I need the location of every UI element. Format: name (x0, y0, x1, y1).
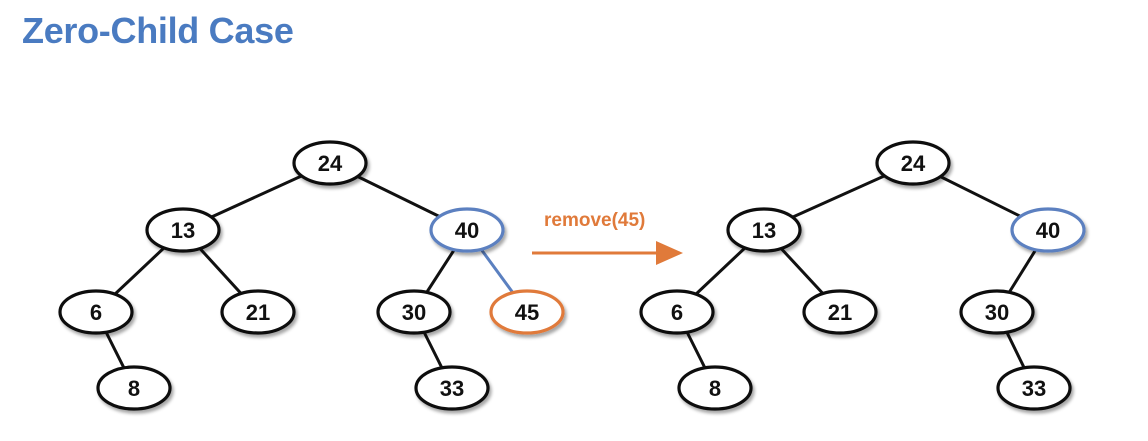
before-node-40: 40 (429, 207, 505, 253)
node-label: 24 (318, 151, 343, 176)
edges-layer (94, 161, 1050, 389)
node-ellipse (489, 289, 565, 335)
before-node-24: 24 (292, 140, 368, 186)
remove-operation-arrow: remove(45) (532, 210, 683, 265)
before-node-8: 8 (96, 365, 172, 411)
node-label: 8 (128, 376, 140, 401)
node-ellipse (429, 207, 505, 253)
after-node-6: 6 (639, 289, 715, 335)
after-node-40: 40 (1010, 207, 1086, 253)
node-ellipse (292, 140, 368, 186)
node-ellipse (58, 289, 134, 335)
before-node-30: 30 (376, 289, 452, 335)
node-label: 24 (901, 151, 926, 176)
node-ellipse (875, 140, 951, 186)
node-label: 21 (828, 300, 852, 325)
node-label: 13 (171, 218, 195, 243)
node-ellipse (145, 207, 221, 253)
after-node-8: 8 (677, 365, 753, 411)
after-node-33: 33 (996, 365, 1072, 411)
node-label: 30 (402, 300, 426, 325)
node-label: 33 (1022, 376, 1046, 401)
node-ellipse (996, 365, 1072, 411)
node-ellipse (414, 365, 490, 411)
before-node-45: 45 (489, 289, 565, 335)
before-node-33: 33 (414, 365, 490, 411)
node-label: 8 (709, 376, 721, 401)
node-ellipse (220, 289, 296, 335)
node-ellipse (639, 289, 715, 335)
page-title: Zero-Child Case (22, 10, 294, 51)
node-ellipse (1010, 207, 1086, 253)
node-ellipse (802, 289, 878, 335)
before-node-6: 6 (58, 289, 134, 335)
node-label: 33 (440, 376, 464, 401)
operation-label: remove(45) (544, 210, 645, 231)
node-ellipse (677, 365, 753, 411)
node-ellipse (959, 289, 1035, 335)
node-ellipse (376, 289, 452, 335)
after-node-24: 24 (875, 140, 951, 186)
node-label: 40 (455, 218, 479, 243)
node-ellipse (96, 365, 172, 411)
node-label: 40 (1036, 218, 1060, 243)
after-node-30: 30 (959, 289, 1035, 335)
node-label: 21 (246, 300, 270, 325)
after-node-21: 21 (802, 289, 878, 335)
node-label: 13 (752, 218, 776, 243)
node-label: 30 (985, 300, 1009, 325)
node-label: 45 (515, 300, 539, 325)
node-label: 6 (671, 300, 683, 325)
nodes-layer: 24 13 40 6 21 30 45 8 33 24 13 40 6 21 30 8 33 (58, 140, 1086, 411)
before-node-13: 13 (145, 207, 221, 253)
after-node-13: 13 (726, 207, 802, 253)
node-ellipse (726, 207, 802, 253)
before-node-21: 21 (220, 289, 296, 335)
node-label: 6 (90, 300, 102, 325)
